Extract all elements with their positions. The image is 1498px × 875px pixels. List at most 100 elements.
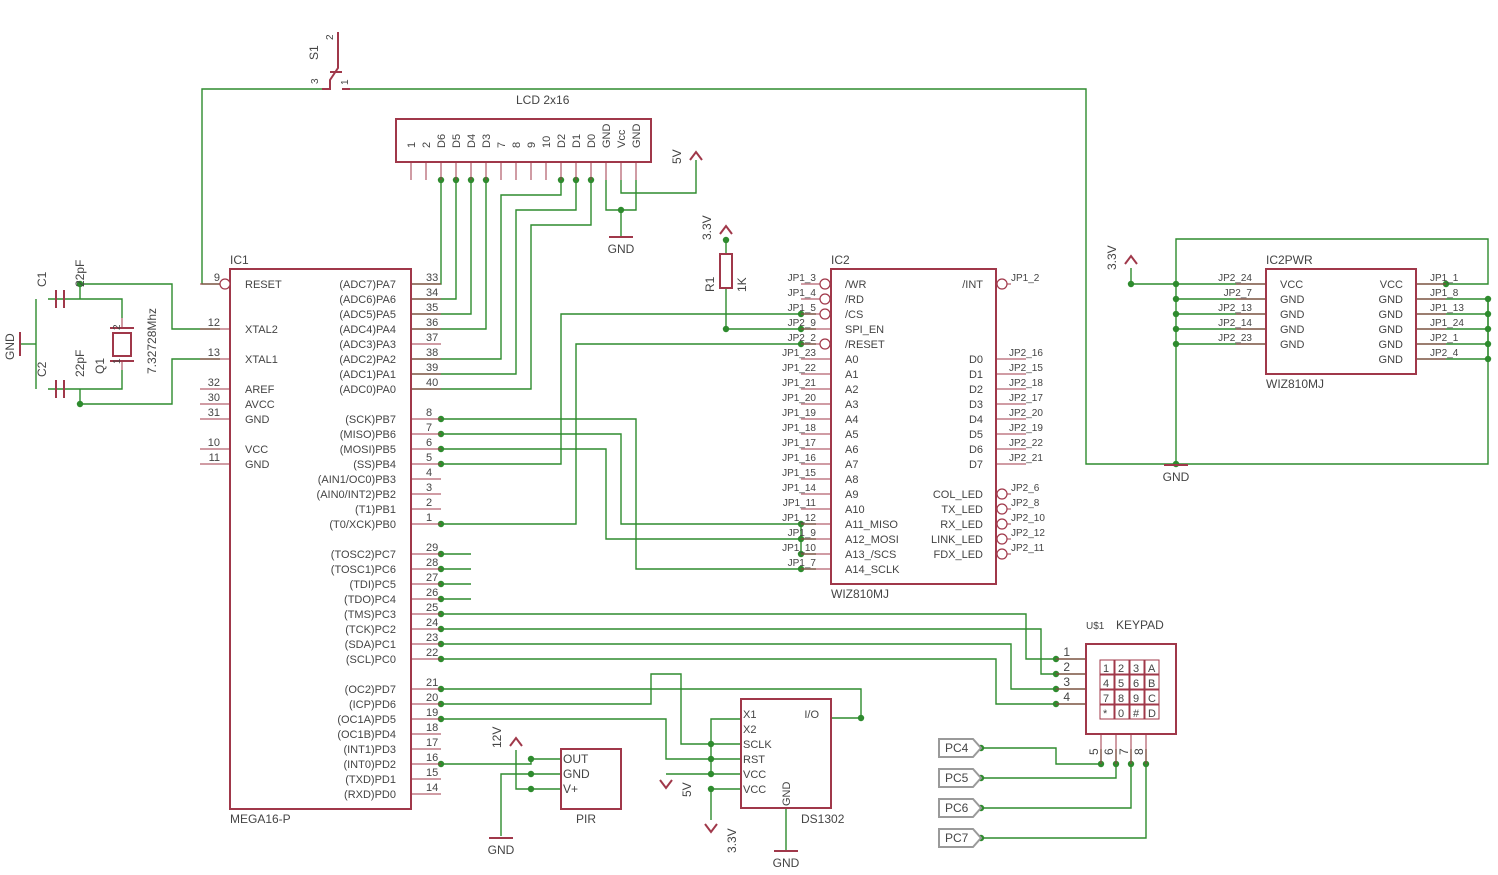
ic1-pin-number: 12 (208, 317, 220, 329)
ic2pwr-pin-name: GND (1379, 339, 1404, 351)
junction-dot (1172, 325, 1180, 333)
ic2-pin-jp: JP1_19 (782, 408, 816, 419)
ic2pwr-pin-name: GND (1280, 324, 1305, 336)
ground-label: GND (773, 856, 800, 870)
ic1-pin-number: 7 (426, 422, 432, 434)
keypad-key: 2 (1118, 663, 1124, 675)
ic2pwr-pin-jp: JP2_24 (1218, 273, 1252, 284)
ic2-pin-name: A0 (845, 354, 858, 366)
ic2-pin-name: A14_SCLK (845, 564, 900, 576)
ic2pwr-pin-name: GND (1280, 294, 1305, 306)
keypad-key: 6 (1133, 678, 1139, 690)
supply-arrow (689, 150, 703, 161)
crystal-name: Q1 (93, 358, 107, 374)
ic2pwr-pin-name: GND (1379, 309, 1404, 321)
junction-dot (1484, 340, 1492, 348)
keypad-key: 5 (1118, 678, 1124, 690)
ic1-pin-name: (TOSC1)PC6 (331, 564, 396, 576)
ic1-pin-number: 29 (426, 542, 438, 554)
ds1302-pin-name: VCC (743, 769, 766, 781)
ic1-pin-name: (ADC6)PA6 (339, 294, 396, 306)
keypad-key: 0 (1118, 708, 1124, 720)
pir-pin-name: V+ (563, 782, 578, 796)
ic2-pin-name: A11_MISO (845, 519, 898, 531)
ds1302-pin-name: SCLK (743, 739, 772, 751)
ic2-pin-jp: JP1_4 (788, 288, 817, 299)
keypad-pin: 7 (1117, 748, 1131, 755)
ic1-pin-number: 30 (208, 392, 220, 404)
ic1-pin-number: 1 (426, 512, 432, 524)
ic1-pin-number: 14 (426, 782, 438, 794)
junction-dot (527, 755, 535, 763)
ic1-pin-number: 40 (426, 377, 438, 389)
ic2pwr-pin-jp: JP2_13 (1218, 303, 1252, 314)
ic2-pin-jp: JP1_16 (782, 453, 816, 464)
lcd-pin-name: 9 (526, 142, 538, 148)
keypad-key: D (1148, 708, 1156, 720)
lcd-pin-name: Vcc (616, 129, 628, 148)
ic2-pin-jp: JP1_11 (783, 498, 817, 509)
ds1302-value: DS1302 (801, 812, 845, 826)
keypad-key: 7 (1103, 693, 1109, 705)
ic1-pin-number: 5 (426, 452, 432, 464)
junction-dot (1172, 310, 1180, 318)
ic2-invert-bubble (996, 518, 1008, 530)
ic1-pin-name: (ICP)PD6 (349, 699, 396, 711)
pir-value: PIR (576, 812, 596, 826)
switch-s1-pin: 3 (310, 78, 321, 84)
pir-pin-name: OUT (563, 752, 589, 766)
net-flag-label: PC7 (945, 831, 969, 845)
ground-label: GND (1163, 470, 1190, 484)
ds1302-body (740, 698, 832, 809)
ic1-pin-number: 38 (426, 347, 438, 359)
keypad-key-frame (1129, 704, 1145, 720)
switch-s1-name: S1 (307, 45, 321, 60)
ic1-pin-name: (ADC5)PA5 (339, 309, 396, 321)
junction-dot (76, 400, 84, 408)
junction-dot (707, 755, 715, 763)
keypad-key-frame (1114, 704, 1130, 720)
ic1-pin-name: (T1)PB1 (355, 504, 396, 516)
lcd-pin-name: 1 (406, 142, 418, 148)
pir-pin-name: GND (563, 767, 590, 781)
ic1-pin-name: AREF (245, 384, 275, 396)
ic1-pin-name: (SS)PB4 (353, 459, 396, 471)
ic2-pin-name: A3 (845, 399, 858, 411)
ic1-pin-number: 37 (426, 332, 438, 344)
ic2-invert-bubble (819, 278, 831, 290)
keypad-pin: 6 (1102, 748, 1116, 755)
ic1-pin-number: 25 (426, 602, 438, 614)
ic2-pin-name: /CS (845, 309, 863, 321)
keypad-key-frame (1129, 659, 1145, 675)
keypad-key-frame (1114, 659, 1130, 675)
ic2-pin-jp: JP2_16 (1009, 348, 1043, 359)
capacitor-value: 22pF (73, 260, 87, 287)
ic1-pin-name: VCC (245, 444, 268, 456)
ic2-pin-name: D3 (969, 399, 983, 411)
capacitor-name: C1 (35, 271, 49, 287)
ic2-pin-name: /WR (845, 279, 866, 291)
lcd-pin-name: D6 (436, 134, 448, 148)
ic2-pin-jp: JP1_10 (782, 543, 816, 554)
ic1-pin-number: 6 (426, 437, 432, 449)
ic2-pin-jp: JP2_10 (1011, 513, 1045, 524)
ic2pwr-pin-name: VCC (1280, 279, 1303, 291)
junction-dot (1172, 295, 1180, 303)
ic2-pin-name: A7 (845, 459, 858, 471)
ic2pwr-pin-name: GND (1379, 294, 1404, 306)
ds1302-pin-name: X1 (743, 709, 756, 721)
ic2pwr-pin-jp: JP1_8 (1430, 288, 1459, 299)
ic1-pin-name: (TMS)PC3 (344, 609, 396, 621)
ic2pwr-pin-jp: JP1_1 (1430, 273, 1459, 284)
keypad-key-frame (1129, 689, 1145, 705)
ic1-pin-number: 18 (426, 722, 438, 734)
crystal-pin: 1 (112, 358, 123, 364)
ic2pwr-pin-jp: JP1_13 (1430, 303, 1464, 314)
ic1-pin-number: 13 (208, 347, 220, 359)
supply-label: 5V (670, 149, 684, 164)
ic1-pin-number: 8 (426, 407, 432, 419)
ic1-pin-number: 34 (426, 287, 438, 299)
keypad-pin: 4 (1063, 690, 1070, 704)
ic1-body (229, 268, 412, 810)
ic2-pin-name: D6 (969, 444, 983, 456)
